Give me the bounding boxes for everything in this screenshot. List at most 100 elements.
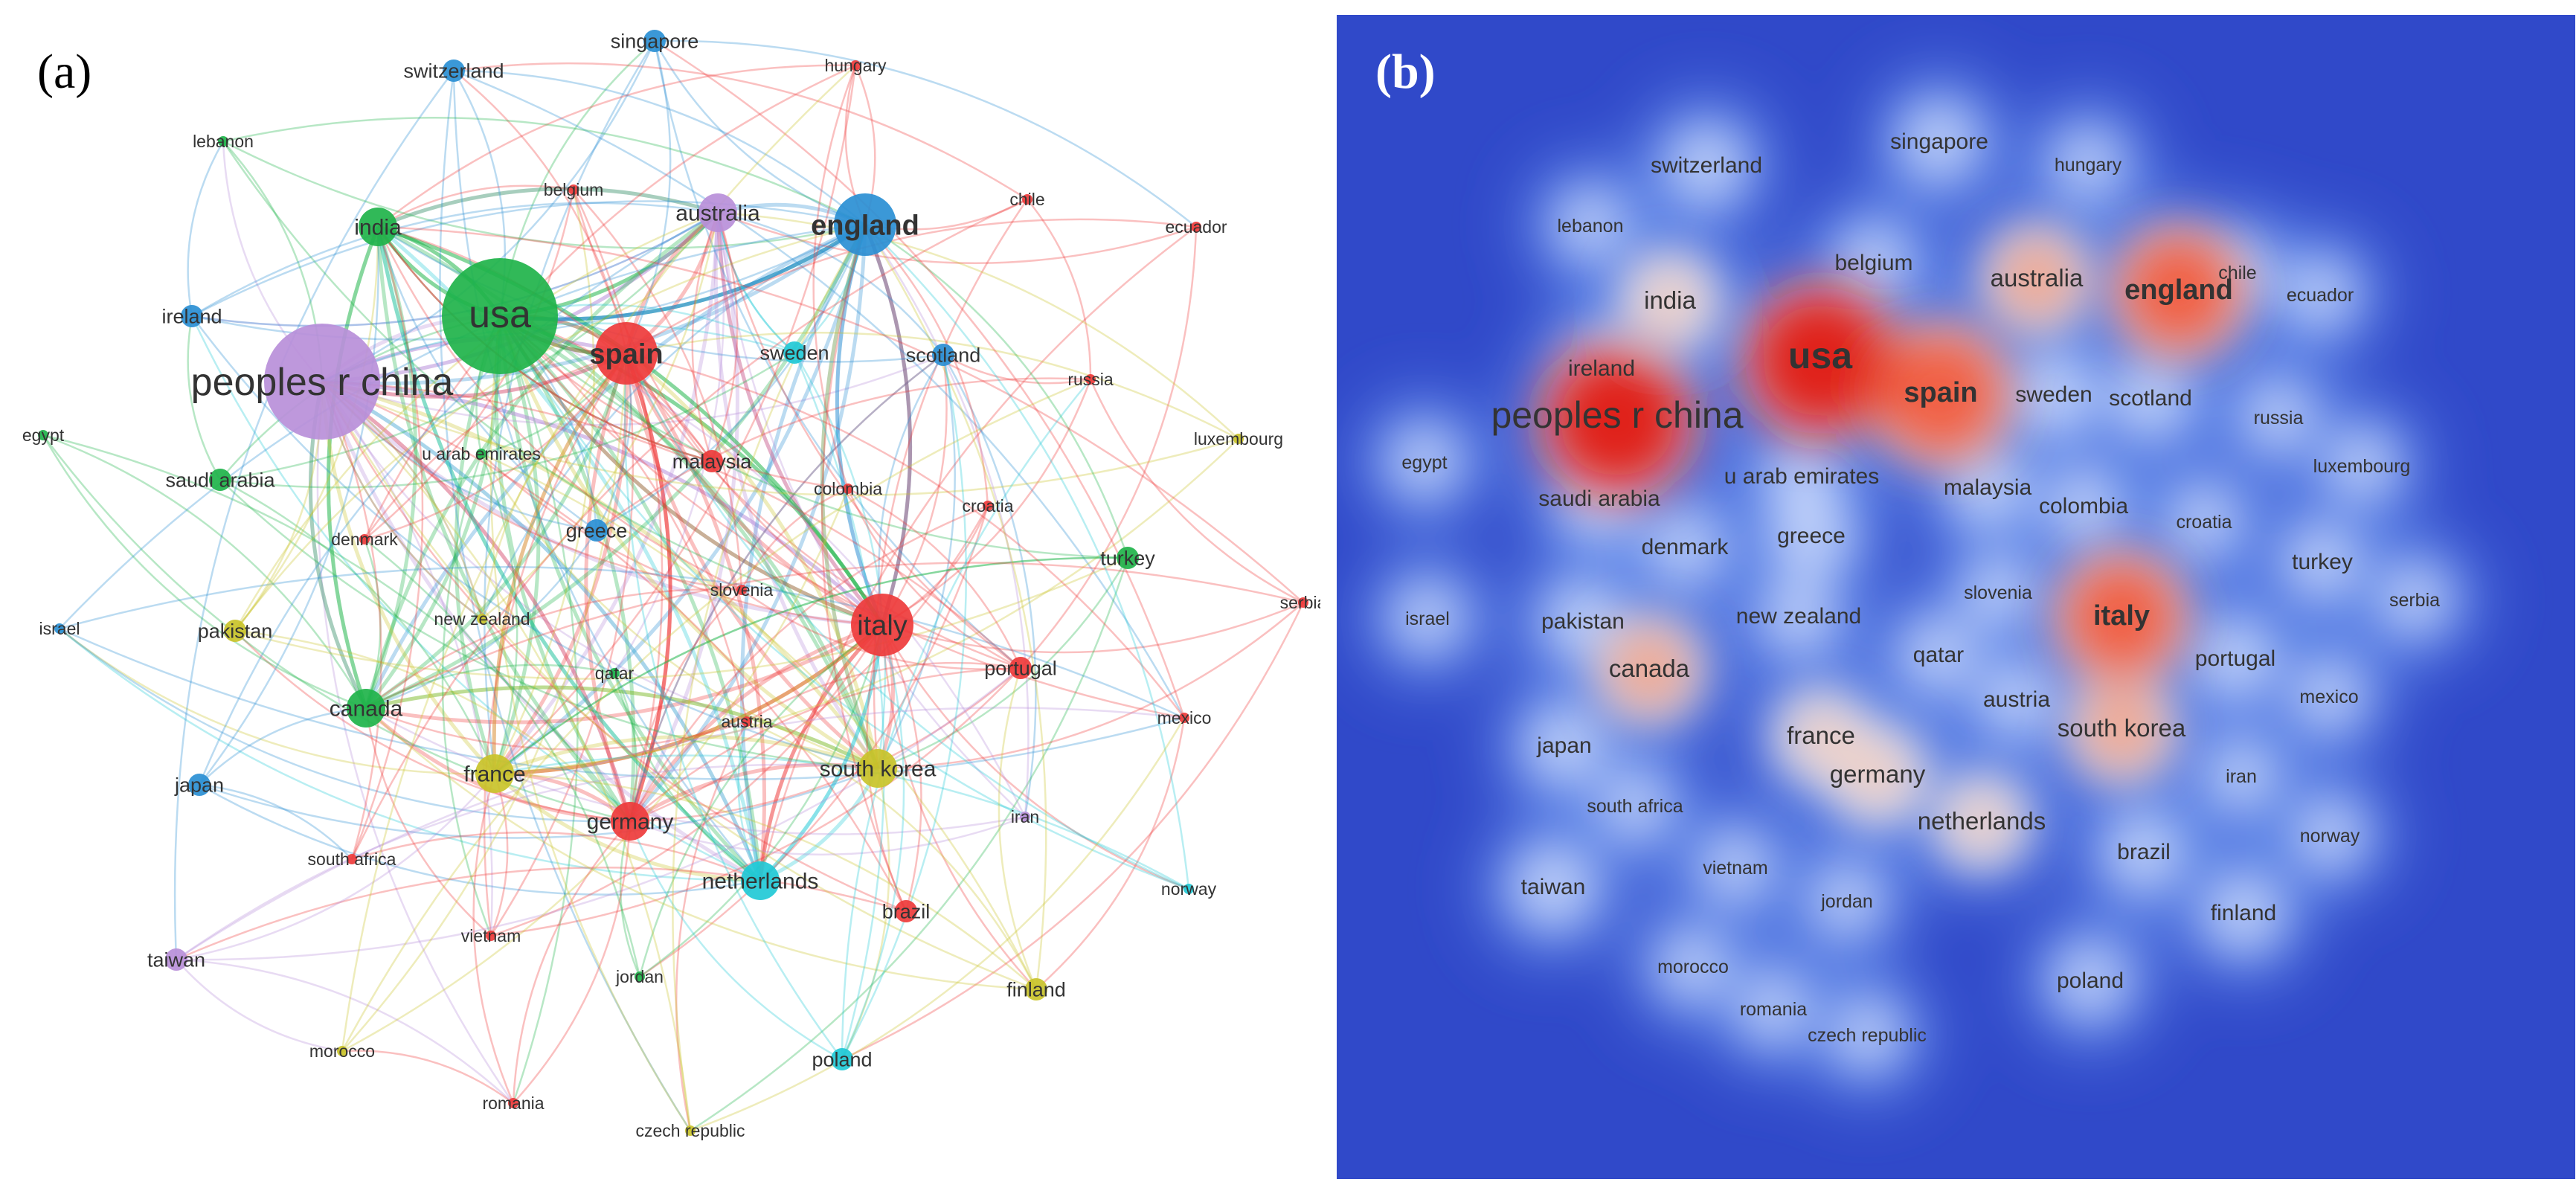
network-nodes [38, 30, 1308, 1136]
network-edge [759, 767, 880, 883]
node-south-korea[interactable] [858, 749, 897, 788]
node-india[interactable] [359, 208, 397, 246]
density-core [2281, 254, 2360, 333]
node-hungary[interactable] [850, 60, 861, 71]
node-chile[interactable] [1022, 194, 1032, 205]
network-edge [499, 315, 1128, 559]
node-serbia[interactable] [1298, 597, 1308, 608]
network-edge [492, 315, 541, 774]
node-czech-republic[interactable] [685, 1125, 696, 1136]
node-label-czech-republic: czech republic [635, 1121, 745, 1140]
network-edge [452, 70, 761, 881]
network-edge [498, 314, 880, 769]
node-egypt[interactable] [38, 430, 48, 440]
density-label-colombia: colombia [2039, 494, 2128, 518]
node-morocco[interactable] [337, 1046, 347, 1056]
node-vietnam[interactable] [486, 931, 496, 941]
node-finland[interactable] [1025, 978, 1047, 1000]
node-france[interactable] [475, 754, 514, 793]
node-pakistan[interactable] [224, 620, 246, 642]
node-italy[interactable] [851, 594, 913, 656]
node-label-belgium: belgium [544, 180, 604, 199]
node-england[interactable] [834, 193, 896, 256]
network-edge [377, 225, 884, 626]
node-belgium[interactable] [568, 184, 579, 195]
network-edge [490, 667, 1021, 937]
node-poland[interactable] [831, 1048, 853, 1070]
network-edge [321, 381, 382, 860]
node-jordan[interactable] [635, 971, 645, 982]
node-label-u-arab-emirates: u arab emirates [422, 444, 541, 463]
node-israel[interactable] [54, 623, 65, 634]
network-edge [629, 820, 843, 1061]
density-core [1808, 861, 1886, 940]
network-edge [572, 189, 664, 822]
node-ecuador[interactable] [1191, 222, 1201, 232]
node-romania[interactable] [508, 1098, 518, 1108]
node-u-arab-emirates[interactable] [476, 449, 486, 459]
network-edge [326, 226, 380, 709]
node-qatar[interactable] [609, 668, 620, 678]
node-denmark[interactable] [359, 534, 370, 545]
network-edge [624, 353, 672, 822]
density-label-u-arab-emirates: u arab emirates [1724, 464, 1879, 489]
density-label-netherlands: netherlands [1918, 807, 2046, 835]
node-slovenia[interactable] [736, 585, 747, 595]
density-hotspot [2117, 230, 2241, 353]
node-japan[interactable] [188, 774, 211, 796]
node-luxembourg[interactable] [1233, 434, 1244, 444]
node-spain[interactable] [595, 322, 658, 385]
network-edge [363, 352, 627, 540]
node-iran[interactable] [1020, 812, 1030, 822]
network-edge [877, 557, 1129, 770]
panel-a-label: (a) [37, 45, 91, 99]
node-russia[interactable] [1085, 374, 1096, 385]
network-edge [626, 352, 1185, 719]
node-mexico[interactable] [1179, 713, 1189, 723]
density-label-taiwan: taiwan [1521, 875, 1586, 899]
network-edge [493, 772, 761, 883]
network-edge [365, 588, 742, 709]
density-core [1644, 506, 1726, 588]
node-label-egypt: egypt [22, 425, 65, 445]
node-colombia[interactable] [843, 484, 853, 494]
node-south-africa[interactable] [347, 854, 357, 864]
density-core [1654, 926, 1732, 1005]
node-sweden[interactable] [783, 341, 806, 364]
network-edge [758, 623, 884, 881]
node-portugal[interactable] [1009, 657, 1032, 679]
node-canada[interactable] [347, 689, 385, 727]
network-edge [173, 70, 455, 960]
node-germany[interactable] [611, 802, 649, 841]
node-ireland[interactable] [181, 305, 203, 327]
network-edge [59, 628, 761, 882]
node-croatia[interactable] [983, 501, 993, 511]
node-norway[interactable] [1183, 884, 1194, 894]
network-edge [199, 783, 761, 896]
node-taiwan[interactable] [165, 948, 187, 971]
node-malaysia[interactable] [701, 450, 723, 472]
node-austria[interactable] [742, 716, 752, 727]
node-netherlands[interactable] [741, 861, 780, 900]
node-scotland[interactable] [932, 344, 954, 366]
node-brazil[interactable] [895, 900, 917, 922]
node-australia[interactable] [698, 193, 737, 232]
network-edge [624, 353, 672, 822]
network-edge [864, 223, 1129, 559]
node-usa[interactable] [442, 258, 558, 374]
node-peoples-r-china[interactable] [264, 324, 380, 440]
node-new-zealand[interactable] [477, 614, 487, 624]
node-switzerland[interactable] [443, 60, 465, 82]
density-label-ecuador: ecuador [2287, 285, 2354, 306]
density-core [1388, 578, 1467, 657]
network-edge [653, 40, 866, 226]
network-edge [498, 315, 1189, 890]
network-edge [499, 314, 884, 626]
network-edge [624, 352, 767, 881]
node-greece[interactable] [585, 519, 608, 542]
node-saudi-arabia[interactable] [209, 469, 231, 491]
node-lebanon[interactable] [218, 136, 228, 147]
node-turkey[interactable] [1117, 547, 1139, 569]
node-singapore[interactable] [643, 30, 666, 52]
